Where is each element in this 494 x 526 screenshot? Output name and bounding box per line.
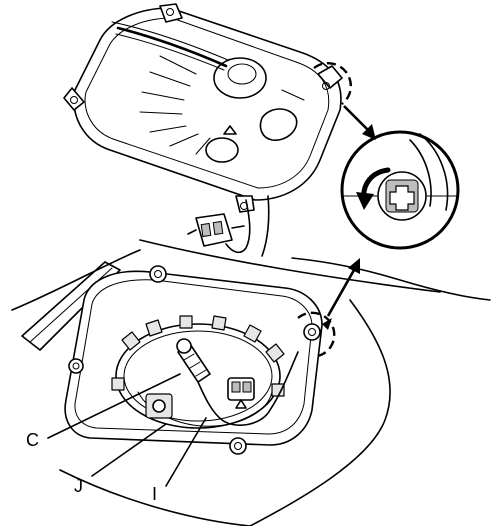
arrow-head-upper — [362, 124, 376, 140]
cover-connector — [187, 213, 245, 247]
callout-j: J — [74, 476, 83, 496]
detail-zoom-view — [340, 130, 460, 250]
bolt-right — [303, 323, 321, 341]
cover-ribs — [139, 55, 211, 155]
callout-i: I — [152, 484, 157, 504]
floor-panel-lines — [11, 239, 491, 526]
access-cover-removed — [63, 3, 352, 257]
callout-leaders — [47, 373, 207, 487]
arrow-head-lower — [348, 258, 360, 274]
bolt-left — [68, 358, 84, 374]
callout-c: C — [26, 430, 39, 450]
fuel-line-fitting — [176, 338, 299, 426]
leader-j — [91, 423, 167, 477]
leader-i — [165, 417, 207, 487]
leader-c — [47, 373, 181, 439]
bolt-bottom — [229, 437, 247, 455]
fuel-pump-unit — [111, 315, 299, 429]
bolt-top — [149, 265, 167, 283]
reference-arrows — [322, 105, 376, 330]
pump-electrical-connector — [227, 377, 255, 409]
cover-wire-harness — [111, 21, 270, 257]
